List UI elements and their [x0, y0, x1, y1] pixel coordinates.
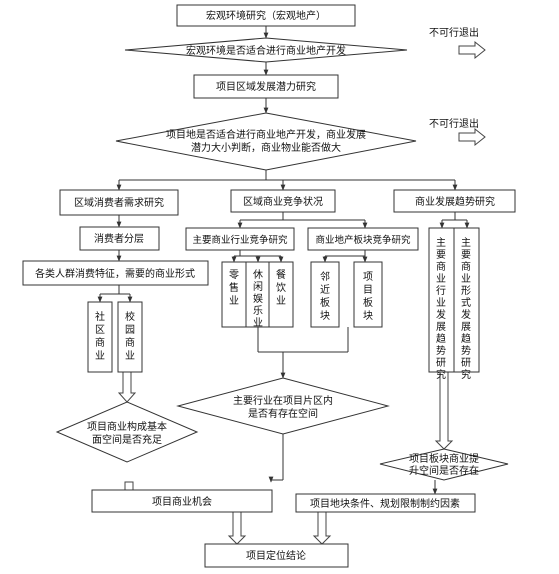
leisure-box — [245, 261, 271, 328]
conclusion-box — [204, 543, 349, 568]
dining-label: 餐饮业 — [276, 268, 286, 307]
competition-label: 区域商业竞争状况 — [243, 195, 323, 208]
demand-label: 区域消费者需求研究 — [74, 196, 164, 209]
down-arrow-constraints — [312, 511, 332, 545]
block-comp-label: 商业地产板块竞争研究 — [315, 234, 411, 246]
fat-arrows — [117, 40, 486, 545]
connector-lines — [97, 26, 470, 495]
neighbor-label: 邻近板块 — [320, 270, 330, 322]
retail-box — [221, 261, 247, 328]
macro-fit-diamond — [124, 37, 408, 63]
trend-box — [393, 189, 516, 213]
down-arrow-demand — [117, 371, 137, 403]
down-arrow-trend — [434, 371, 454, 450]
industry-comp-box — [185, 227, 295, 251]
community-label: 社区商业 — [95, 310, 105, 362]
regional-potential-label: 项目区域发展潜力研究 — [216, 80, 316, 93]
site-fit-label-line1: 项目地是否适合进行商业地产开发，商业发展 — [166, 128, 366, 141]
exit-label-2: 不可行退出 — [429, 117, 479, 130]
community-box — [87, 301, 113, 373]
trend-format-label: 主要商业形式发展趋势研究 — [461, 237, 471, 381]
space-diamond — [176, 377, 390, 435]
space-label-line1: 主要行业在项目片区内 — [233, 394, 333, 407]
macro-env-box — [176, 4, 356, 27]
upgrade-diamond — [379, 448, 509, 481]
macro-env-label: 宏观环境研究（宏观地产） — [206, 9, 326, 22]
consumption-box — [22, 260, 209, 286]
mix-label-line1: 项目商业构成基本 — [87, 420, 167, 433]
space-label-line2: 是否有存在空间 — [248, 407, 318, 420]
site-fit-label-line2: 潜力大小判断，商业物业能否做大 — [191, 141, 341, 154]
site-fit-diamond — [115, 112, 417, 171]
conclusion-label: 项目定位结论 — [246, 549, 306, 562]
campus-label: 校园商业 — [125, 310, 135, 362]
block-comp-box — [307, 227, 419, 251]
trend-industry-label: 主要商业行业发展趋势研究 — [436, 237, 446, 381]
project-block-label: 项目板块 — [363, 271, 373, 322]
dining-box — [268, 261, 294, 328]
project-block-box — [353, 261, 383, 328]
exit-label-1: 不可行退出 — [429, 26, 479, 39]
leisure-label: 休闲娱乐业 — [253, 269, 263, 329]
industry-comp-label: 主要商业行业竞争研究 — [192, 234, 288, 246]
upgrade-label-line1: 项目板块商业提 — [409, 452, 479, 465]
mix-label-line2: 面空间是否充足 — [92, 433, 162, 446]
consumption-label: 各类人群消费特征，需要的商业形式 — [35, 267, 195, 280]
regional-potential-box — [193, 74, 339, 99]
mix-diamond — [55, 401, 199, 463]
constraints-label: 项目地块条件、规划限制制约因素 — [310, 497, 460, 510]
labels: 宏观环境研究（宏观地产） 宏观环境是否适合进行商业地产开发 不可行退出 项目区域… — [35, 9, 495, 562]
opportunity-label: 项目商业机会 — [152, 495, 212, 508]
segmentation-box — [79, 226, 160, 251]
neighbor-box — [310, 261, 340, 328]
competition-box — [230, 189, 336, 213]
exit-arrow-1 — [458, 40, 486, 60]
upgrade-label-line2: 升空间是否存在 — [409, 464, 479, 477]
exit-arrow-2 — [458, 127, 486, 147]
trend-format-box — [453, 227, 480, 373]
trend-industry-box — [428, 227, 455, 373]
opportunity-box — [91, 489, 273, 513]
trend-label: 商业发展趋势研究 — [415, 195, 495, 208]
demand-box — [59, 189, 179, 216]
macro-fit-label: 宏观环境是否适合进行商业地产开发 — [186, 44, 346, 57]
segmentation-label: 消费者分层 — [94, 232, 144, 245]
campus-box — [117, 301, 143, 373]
retail-label: 零售业 — [229, 269, 239, 307]
constraints-box — [295, 493, 476, 513]
down-arrow-opportunity — [227, 511, 247, 545]
